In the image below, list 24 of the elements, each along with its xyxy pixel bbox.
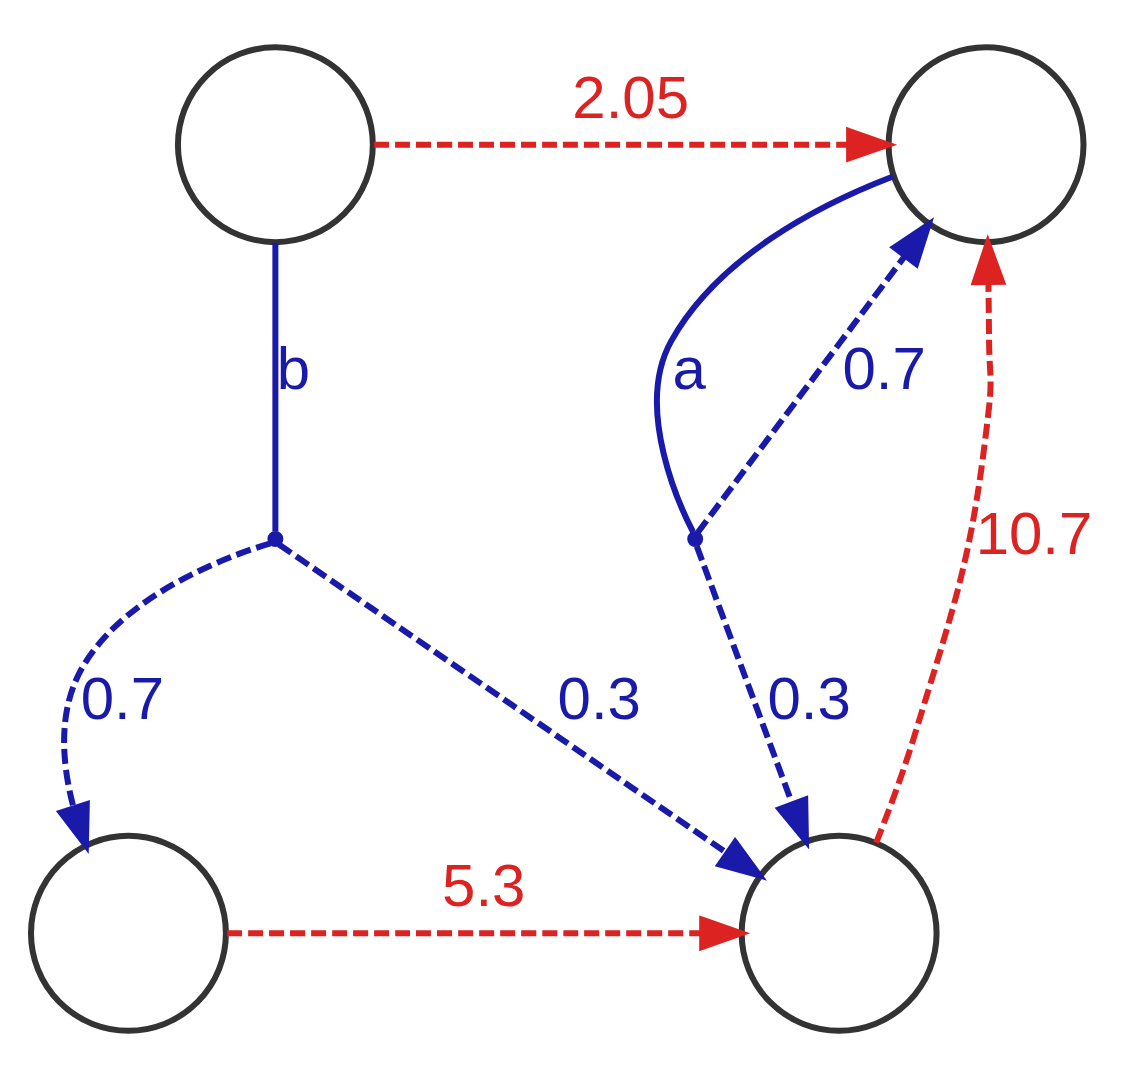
node-point [686, 531, 703, 547]
arrow [694, 217, 934, 535]
arrow [226, 915, 750, 952]
edge-label: 0.3 [557, 664, 641, 732]
connector [271, 242, 278, 532]
arrow [872, 234, 1006, 844]
edge-label: 2.05 [571, 63, 689, 131]
edge-label: 0.3 [766, 664, 851, 732]
edge-label: 10.7 [975, 499, 1092, 567]
arrow [276, 542, 767, 881]
arrow [373, 126, 897, 163]
edge-label: 0.7 [841, 335, 926, 403]
node-point [266, 531, 283, 547]
node-circle [27, 832, 229, 1034]
edge-label: 5.3 [441, 852, 525, 920]
connector [653, 173, 894, 534]
node-circle [738, 832, 940, 1034]
arrow [693, 545, 809, 850]
edge-label: b [276, 335, 310, 403]
node-circle [174, 44, 376, 246]
arrow [55, 540, 271, 854]
edge-label: a [672, 335, 706, 403]
node-circle [885, 44, 1086, 246]
edge-label: 0.7 [80, 664, 164, 732]
